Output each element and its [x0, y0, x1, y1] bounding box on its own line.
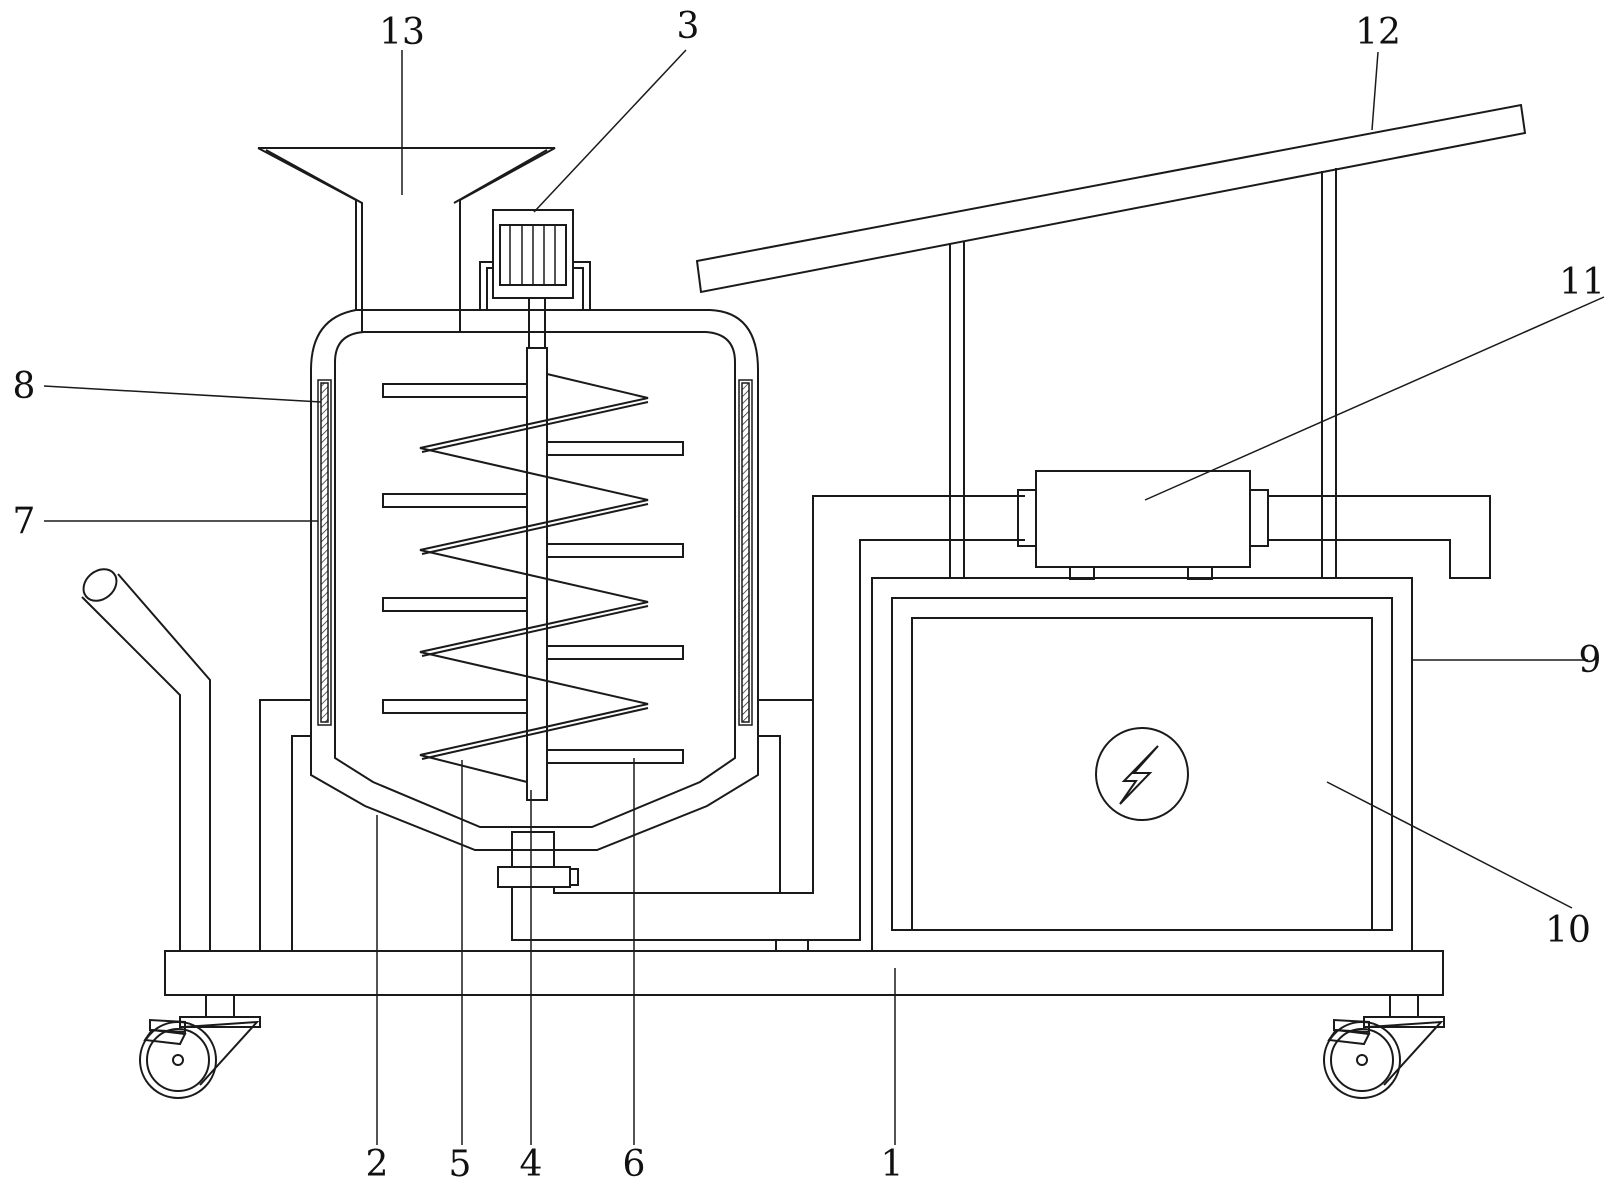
callout-11: 11 — [1559, 262, 1605, 303]
motor — [479, 209, 591, 310]
solar-panel — [695, 103, 1527, 578]
callout-2: 2 — [366, 1144, 389, 1184]
helical-ribbon — [419, 373, 649, 783]
callout-3: 3 — [677, 6, 700, 47]
caster-wheel-right — [1323, 994, 1445, 1099]
push-handle — [81, 568, 211, 951]
callout-8: 8 — [13, 366, 36, 407]
stirring-shaft — [526, 297, 548, 801]
heating-plate-right — [738, 379, 753, 726]
callout-4: 4 — [520, 1144, 543, 1184]
callout-9: 9 — [1579, 640, 1602, 681]
leader-lines — [43, 49, 1605, 1145]
stirring-paddles — [382, 383, 684, 764]
pump — [1017, 470, 1491, 580]
discharge-valve — [497, 495, 1025, 952]
heating-plate-left — [317, 379, 332, 726]
base-plate — [164, 950, 1444, 996]
mixing-tank — [310, 309, 759, 851]
callout-10: 10 — [1545, 910, 1591, 951]
callout-13: 13 — [379, 12, 425, 53]
caster-wheel-left — [139, 994, 261, 1099]
callout-7: 7 — [13, 501, 36, 542]
tank-support-left — [259, 699, 311, 951]
battery — [911, 617, 1373, 931]
callout-1: 1 — [881, 1144, 904, 1184]
callout-labels: 1 2 3 4 5 6 7 8 9 10 11 12 13 — [13, 6, 1605, 1184]
feed-hopper — [257, 147, 556, 332]
callout-12: 12 — [1355, 12, 1401, 53]
tank-support-right — [758, 699, 814, 893]
callout-5: 5 — [449, 1144, 472, 1184]
callout-6: 6 — [623, 1144, 646, 1184]
